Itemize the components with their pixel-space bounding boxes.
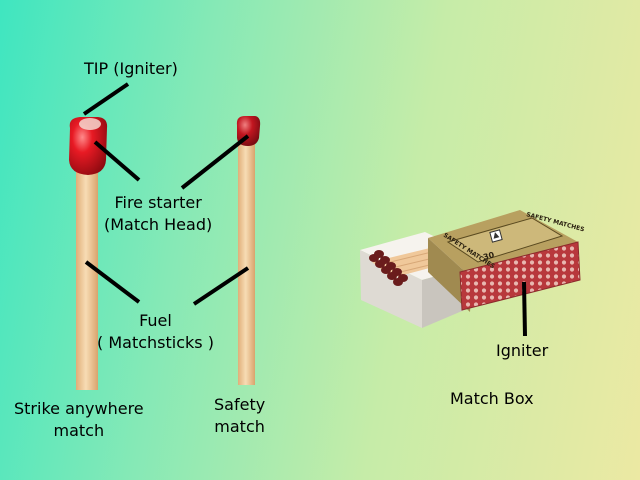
igniter-label-text: Igniter — [496, 341, 549, 360]
leader-fire-starter-right — [180, 134, 250, 190]
fuel-label: Fuel ( Matchsticks ) — [97, 310, 214, 354]
matchbox-number: 30 — [482, 250, 496, 262]
tip-label: TIP (Igniter) — [84, 58, 178, 80]
leader-igniter — [522, 281, 527, 337]
safety-match-label: Safety match — [214, 394, 265, 438]
strike-line2: match — [53, 421, 105, 440]
strike-anywhere-label: Strike anywhere match — [14, 398, 144, 442]
strike-line1: Strike anywhere — [14, 399, 144, 418]
fire-starter-line1: Fire starter — [114, 193, 202, 212]
matchbox-emblem — [489, 229, 503, 243]
leader-lines — [82, 82, 527, 337]
matchbox: SAFETY MATCHES SAFETY MATCHES 30 — [360, 210, 585, 328]
fire-starter-line2: (Match Head) — [104, 215, 213, 234]
leader-tip — [82, 82, 130, 116]
leader-fuel-left — [84, 260, 141, 304]
match-box-label-text: Match Box — [450, 389, 534, 408]
safety-line2: match — [214, 417, 265, 436]
strike-match-stick — [76, 160, 98, 390]
safety-match-stick — [238, 138, 255, 385]
safety-match — [236, 116, 261, 385]
fire-starter-label: Fire starter (Match Head) — [104, 192, 212, 236]
strike-match-tip — [79, 118, 101, 130]
safety-line1: Safety — [214, 395, 266, 414]
leader-fuel-right — [192, 266, 250, 306]
match-box-label: Match Box — [450, 388, 534, 410]
tip-label-text: TIP (Igniter) — [84, 59, 178, 78]
fuel-line1: Fuel — [139, 311, 172, 330]
matchbox-tray-front — [360, 250, 422, 328]
leader-fire-starter-left — [93, 140, 141, 182]
igniter-label: Igniter — [496, 340, 548, 362]
matchbox-striker — [459, 241, 581, 311]
strike-anywhere-match — [69, 117, 108, 390]
strike-match-head — [69, 117, 108, 175]
fuel-line2: ( Matchsticks ) — [97, 333, 214, 352]
